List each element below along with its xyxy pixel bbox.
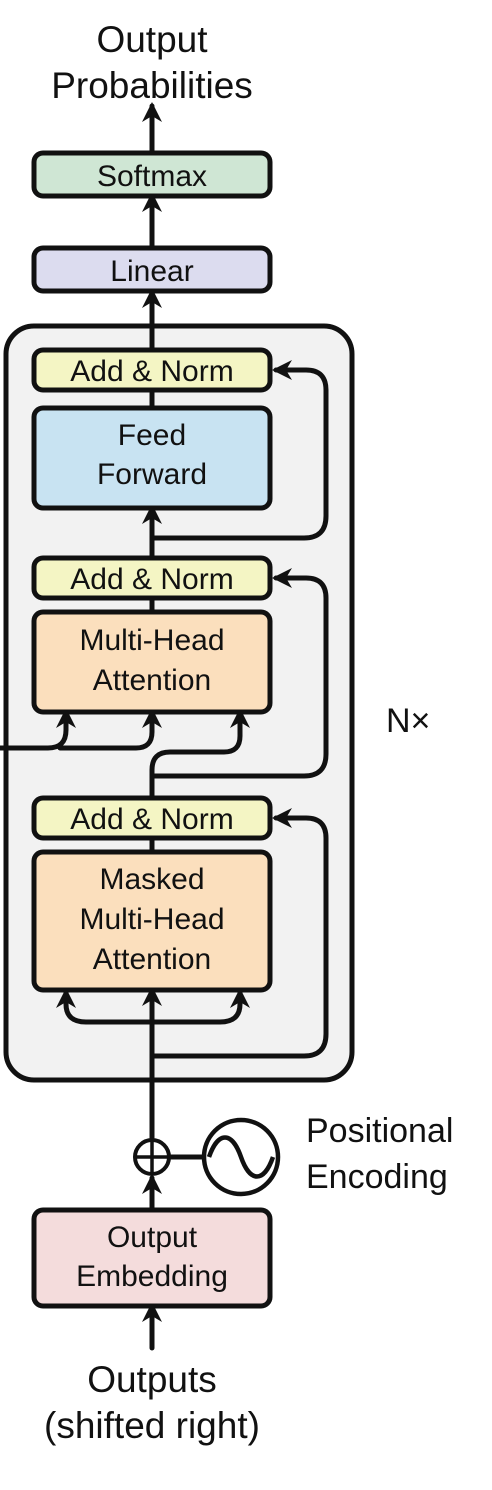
positional-encoding-label-line-2: Encoding <box>306 1158 448 1196</box>
output-probabilities-line-1: Output <box>96 19 208 60</box>
add-norm-3-block <box>31 347 273 393</box>
arrow-input-to-masked-mha-left <box>56 988 155 1025</box>
arrow-encoder-to-mha-key <box>0 708 76 751</box>
linear-label: Linear <box>110 255 193 288</box>
output-embedding-block <box>31 1207 273 1309</box>
add-norm-1-label: Add & Norm <box>70 803 233 836</box>
sine-wave-icon <box>206 1135 276 1179</box>
outputs-label-line-2: (shifted right) <box>44 1405 260 1446</box>
feed-forward-label-line-1: Feed <box>118 419 186 452</box>
add-norm-1-block <box>31 795 273 841</box>
arrow-addnorm1-to-mha-query <box>149 708 250 799</box>
output-embedding-label-line-1: Output <box>107 1221 198 1254</box>
multi-head-attention-label-line-1: Multi-Head <box>79 624 224 657</box>
multi-head-attention-block <box>31 609 273 715</box>
feed-forward-block <box>31 405 273 511</box>
residual-mha <box>149 568 329 779</box>
add-norm-3-label: Add & Norm <box>70 355 233 388</box>
masked-multi-head-attention-block <box>31 849 273 993</box>
masked-mha-label-line-1: Masked <box>99 863 204 896</box>
masked-mha-label-line-2: Multi-Head <box>79 903 224 936</box>
softmax-label: Softmax <box>97 160 207 193</box>
softmax-block <box>31 150 273 199</box>
outputs-label-line-1: Outputs <box>87 1359 217 1400</box>
output-probabilities-line-2: Probabilities <box>51 65 253 106</box>
feed-forward-label-line-2: Forward <box>97 458 207 491</box>
arrow-input-to-masked-mha-right <box>149 988 250 1025</box>
add-norm-2-block <box>31 555 273 601</box>
multi-head-attention-label-line-2: Attention <box>93 664 211 697</box>
output-embedding-label-line-2: Embedding <box>76 1260 228 1293</box>
residual-masked-mha <box>149 808 329 1059</box>
arrow-encoder-to-mha-value <box>57 708 162 751</box>
repeat-label: N× <box>386 702 430 740</box>
linear-block <box>31 245 273 294</box>
add-norm-2-label: Add & Norm <box>70 563 233 596</box>
masked-mha-label-line-3: Attention <box>93 943 211 976</box>
residual-ff <box>149 360 329 541</box>
positional-encoding-label-line-1: Positional <box>306 1112 453 1150</box>
